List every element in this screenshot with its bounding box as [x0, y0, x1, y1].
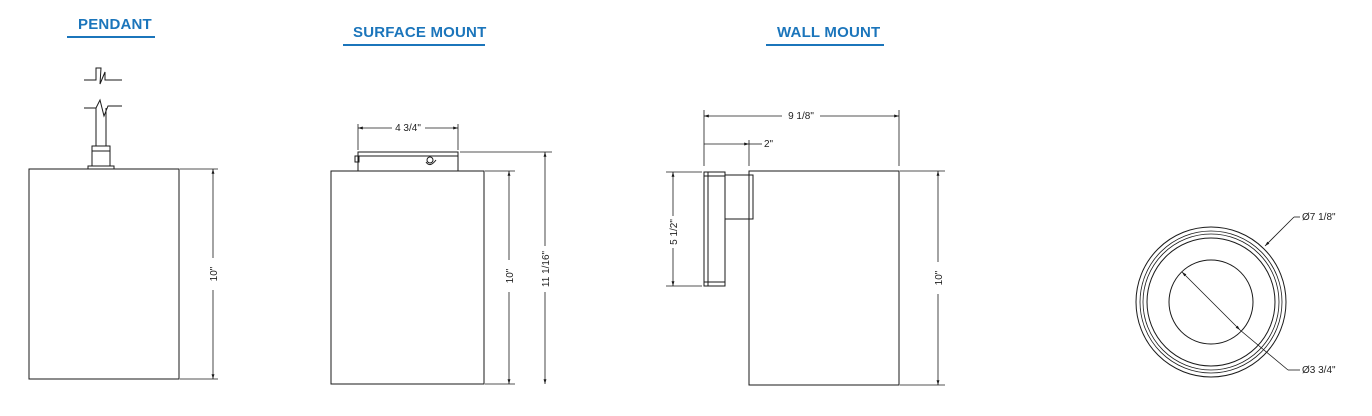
- surface-mount-drawing: [330, 124, 552, 385]
- pendant-coupler: [91, 145, 111, 167]
- inner-diameter-label: Ø3 3/4": [1302, 365, 1336, 376]
- pendant-title: PENDANT: [78, 16, 152, 33]
- inner-lens: [1168, 259, 1254, 345]
- surface-canopy: [357, 151, 459, 172]
- surface-body: [330, 170, 485, 385]
- outer-diameter-label: Ø7 1/8": [1302, 212, 1336, 223]
- pendant-break-bottom: [84, 98, 122, 118]
- wall-body: [748, 170, 900, 386]
- surface-body-height-label: 10": [505, 268, 516, 283]
- wall-arm: [724, 174, 754, 220]
- wall-depth-label: 9 1/8": [788, 111, 814, 122]
- pendant-title-underline: [67, 36, 155, 38]
- pendant-body: [28, 168, 180, 380]
- wall-body-height-label: 10": [934, 270, 945, 285]
- surface-width-label: 4 3/4": [395, 123, 421, 134]
- wall-arm-depth-label: 2": [764, 139, 774, 150]
- wall-mount-title-underline: [766, 44, 884, 46]
- pendant-drawing: [28, 67, 218, 380]
- surface-total-height-label: 11 1/16": [541, 250, 552, 287]
- surface-mount-title-underline: [343, 44, 485, 46]
- outer-rim: [1135, 226, 1287, 378]
- pendant-break-top: [84, 67, 122, 85]
- wall-plate: [703, 171, 726, 287]
- surface-mount-title: SURFACE MOUNT: [353, 24, 487, 41]
- bottom-view-drawing: [1135, 216, 1300, 378]
- pendant-height-label: 10": [209, 266, 220, 281]
- wall-plate-height-label: 5 1/2": [669, 219, 680, 245]
- wall-mount-title: WALL MOUNT: [777, 24, 881, 41]
- surface-canopy-screw: [426, 156, 434, 164]
- wall-mount-drawing: [666, 110, 945, 386]
